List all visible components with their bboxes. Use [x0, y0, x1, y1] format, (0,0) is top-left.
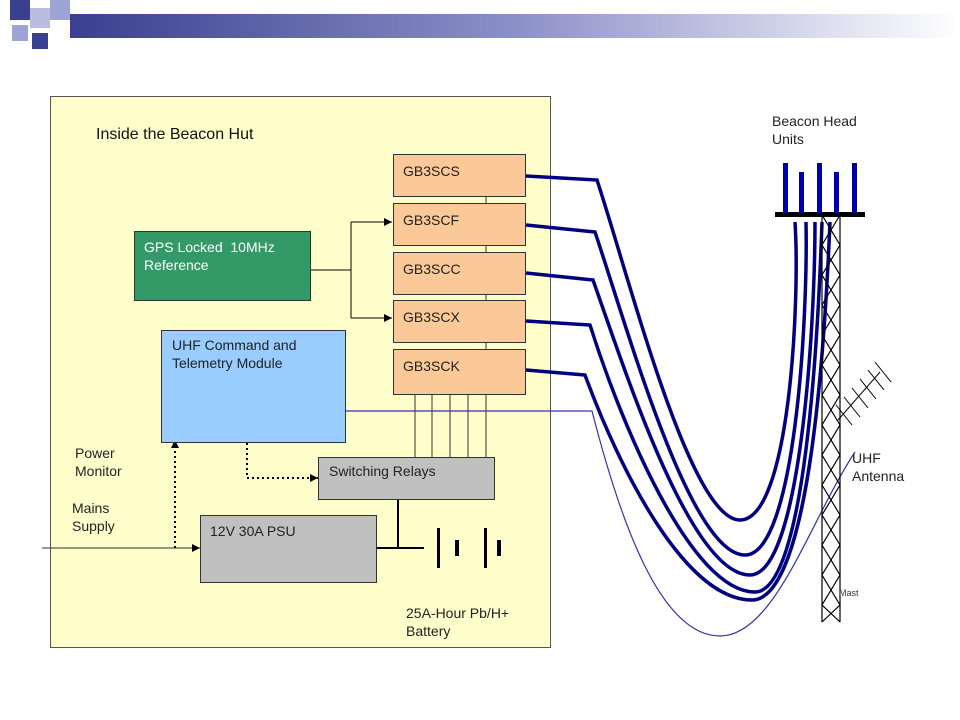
- psu-block: [200, 515, 377, 583]
- beacon-gb3scs: GB3SCS: [393, 154, 526, 197]
- beacon-head-units-label: Beacon Head Units: [772, 113, 857, 147]
- switching-relays-label: Switching Relays: [329, 463, 436, 479]
- power-monitor-label: Power Monitor: [75, 445, 122, 479]
- header-bar: [70, 14, 960, 38]
- psu-label: 12V 30A PSU: [210, 523, 296, 539]
- beacon-gb3scf: GB3SCF: [393, 203, 526, 246]
- uhf-antenna-label: UHF Antenna: [852, 450, 905, 484]
- beacon-gb3scx: GB3SCX: [393, 300, 526, 343]
- mains-supply-label: Mains Supply: [72, 500, 115, 534]
- mast-label: Mast: [839, 588, 859, 598]
- gps-reference-label: GPS Locked 10MHz Reference: [144, 239, 275, 273]
- switching-relays-block: [318, 457, 495, 500]
- beacon-gb3sck: GB3SCK: [393, 349, 526, 395]
- beacon-gb3scc: GB3SCC: [393, 252, 526, 295]
- header-squares-icon: [0, 0, 80, 60]
- hut-title: Inside the Beacon Hut: [96, 126, 254, 143]
- gps-reference-block: [134, 231, 311, 301]
- battery-label: 25A-Hour Pb/H+ Battery: [406, 605, 510, 639]
- uhf-command-label: UHF Command and Telemetry Module: [172, 337, 297, 371]
- uhf-command-module: [161, 330, 346, 443]
